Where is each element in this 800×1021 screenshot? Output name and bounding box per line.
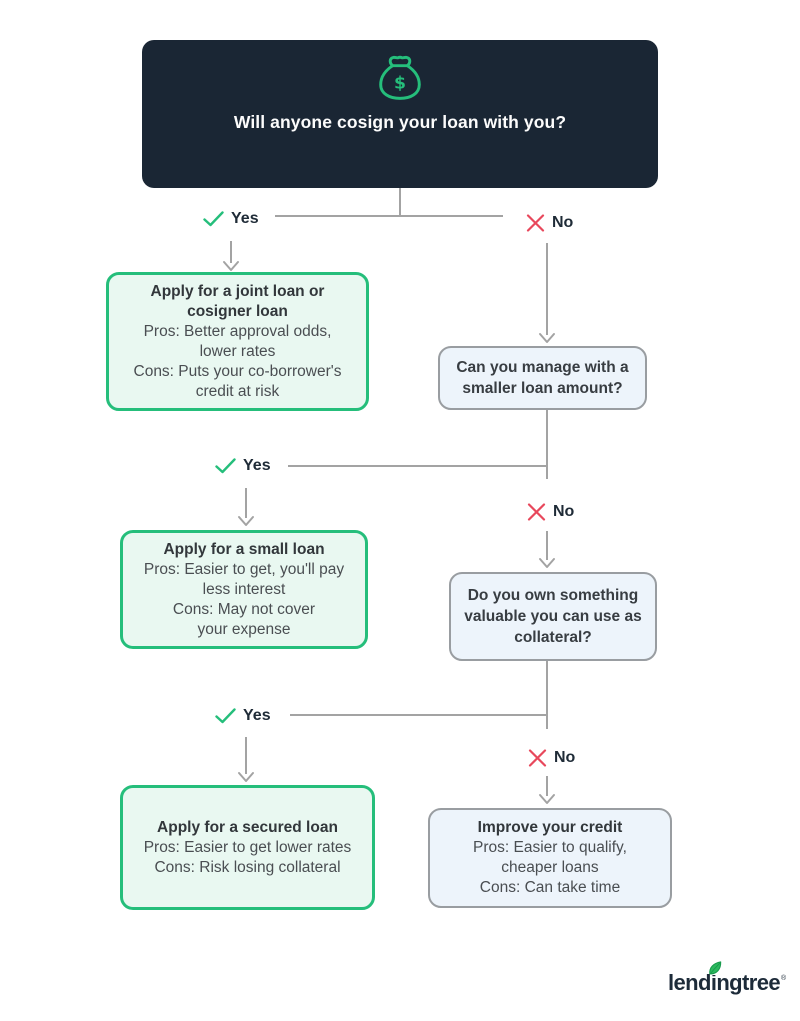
logo-text: lend [668,970,711,995]
check-icon [203,211,224,227]
svg-text:$: $ [394,74,406,94]
outcome-cons: Cons: Risk losing collateral [154,858,341,876]
outcome-title: Improve your credit [477,819,623,836]
outcome-small-loan: Apply for a small loan Pros: Easier to g… [120,530,368,649]
outcome-title: Apply for a joint loan or cosigner loan [150,282,325,320]
arrowhead-l1-no [539,333,555,343]
root-question-text: Will anyone cosign your loan with you? [233,112,567,132]
logo-text: i [710,970,717,995]
x-icon [526,214,545,232]
outcome-pros: Pros: Easier to get, you'll pay less int… [143,560,345,598]
no-label-3: No [528,749,575,767]
money-bag-icon: $ [379,55,421,100]
arrowhead-l3-no [539,794,555,804]
leaf-icon [709,961,722,975]
yes-label-3: Yes [215,708,271,724]
yes-label-text: Yes [243,707,271,724]
yes-label-text: Yes [231,210,259,227]
no-label-2: No [527,503,574,521]
outcome-cons: Cons: Puts your co-borrower's credit at … [133,362,342,400]
question-collateral: Do you own something valuable you can us… [449,572,657,661]
outcome-improve-credit: Improve your credit Pros: Easier to qual… [428,808,672,908]
registered-mark: ® [780,975,787,982]
question-text: Do you own something valuable you can us… [464,587,642,646]
yes-label-1: Yes [203,211,259,227]
no-label-text: No [554,749,576,766]
outcome-pros: Pros: Easier to qualify, cheaper loans [473,839,627,876]
x-icon [527,503,546,521]
no-label-text: No [552,214,574,231]
outcome-pros: Pros: Better approval odds, lower rates [143,322,332,360]
arrowhead-l3-yes [238,772,254,782]
check-icon [215,708,236,724]
outcome-joint-loan: Apply for a joint loan or cosigner loan … [106,272,369,411]
arrowhead-l1-yes [223,261,239,271]
arrowhead-l2-yes [238,516,254,526]
outcome-title: Apply for a secured loan [157,818,338,836]
logo-text: ngtree [716,970,780,995]
outcome-cons: Cons: Can take time [479,879,621,896]
outcome-title: Apply for a small loan [163,540,325,558]
outcome-cons: Cons: May not cover your expense [172,600,316,638]
check-icon [215,458,236,474]
arrowhead-l2-no [539,558,555,568]
no-label-text: No [553,503,575,520]
question-text: Can you manage with a smaller loan amoun… [456,359,629,397]
question-smaller-loan: Can you manage with a smaller loan amoun… [438,346,647,410]
yes-label-2: Yes [215,458,271,474]
x-icon [528,749,547,767]
root-question-card: $ Will anyone cosign your loan with you? [142,40,658,188]
yes-label-text: Yes [243,457,271,474]
outcome-secured-loan: Apply for a secured loan Pros: Easier to… [120,785,375,910]
outcome-pros: Pros: Easier to get lower rates [143,838,352,856]
no-label-1: No [526,214,573,232]
